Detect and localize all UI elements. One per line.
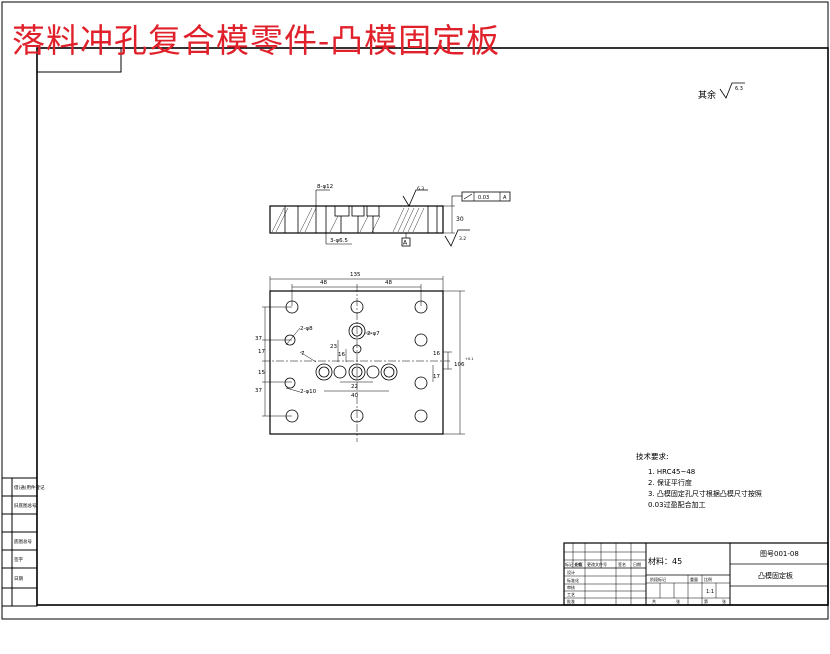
inner-border bbox=[36, 47, 829, 606]
tb-role-4: 批准 bbox=[567, 598, 575, 604]
left-strip: 借(通)用件登记 旧底图总号 底图总号 签字 日期 bbox=[1, 477, 45, 607]
tb-stage-2: 比例 bbox=[704, 576, 712, 582]
plan-dim-left-1: 17 bbox=[258, 349, 265, 355]
section-view bbox=[269, 189, 511, 247]
roughness-symbol bbox=[719, 82, 745, 99]
plan-bottom-dim: 40 bbox=[351, 393, 358, 399]
plan-dim-inner-2: 7 bbox=[301, 351, 305, 357]
tech-item-2: 2. 保证平行度 bbox=[648, 478, 692, 487]
plan-hole-2phi7: 2-φ7 bbox=[367, 331, 380, 337]
title-block-drawing-no: 图号001-08 bbox=[760, 550, 799, 558]
tb-stage-0: 阶段标记 bbox=[650, 576, 666, 582]
plan-dim-inner-0: 23 bbox=[330, 344, 337, 350]
plan-center-dim: 22 bbox=[351, 384, 358, 390]
plan-dim-right-1: 17 bbox=[433, 374, 440, 380]
corner-box bbox=[36, 47, 122, 73]
plan-hole-2phi8: 2-φ8 bbox=[300, 326, 313, 332]
tb-sheet-3: 张 bbox=[722, 598, 726, 604]
tb-stage-1: 重量 bbox=[690, 576, 698, 582]
section-tolerance: 0.03 bbox=[478, 195, 489, 201]
plan-dim-left-2: 15 bbox=[258, 370, 265, 376]
strip-label-3: 签字 bbox=[14, 556, 23, 563]
plan-view bbox=[262, 276, 465, 442]
plan-dim-left-0: 37 bbox=[255, 336, 262, 342]
tb-role-3: 工艺 bbox=[567, 592, 575, 597]
tb-role-0: 设计 bbox=[567, 569, 575, 575]
tb-sheet-2: 第 bbox=[704, 598, 708, 604]
tech-item-4: 0.03过盈配合加工 bbox=[648, 500, 706, 509]
tb-sheet-1: 张 bbox=[676, 598, 680, 604]
roughness-note-value: 6.3 bbox=[735, 86, 743, 92]
plan-height-total: 106 bbox=[454, 362, 465, 368]
tb-sheet-0: 共 bbox=[652, 598, 656, 604]
plan-width-total: 135 bbox=[350, 272, 361, 278]
plan-half-left: 48 bbox=[320, 280, 327, 286]
tb-row-label-0: 标记 处数 bbox=[565, 561, 582, 567]
plan-hole-2phi10: 2-φ10 bbox=[300, 389, 317, 395]
title-block bbox=[563, 542, 829, 606]
page-title: 落料冲孔复合模零件-凸模固定板 bbox=[12, 21, 501, 60]
section-roughness-side: 3.2 bbox=[459, 236, 466, 242]
tech-item-3: 3. 凸模固定孔尺寸根据凸模尺寸按照 bbox=[648, 489, 762, 498]
tb-row-label-1: 分区 bbox=[575, 561, 583, 567]
plan-half-right: 48 bbox=[385, 280, 392, 286]
plan-dim-inner-1: 16 bbox=[338, 352, 345, 358]
tb-row-label-4: 日期 bbox=[633, 561, 641, 567]
strip-label-0: 借(通)用件登记 bbox=[14, 484, 45, 491]
section-hole-label: 8-φ12 bbox=[317, 184, 333, 190]
roughness-note-label: 其余 bbox=[698, 89, 716, 101]
section-depth-label: 3-φ6.5 bbox=[330, 238, 348, 244]
roughness-note: 其余 6.3 bbox=[698, 82, 745, 101]
tech-heading: 技术要求: bbox=[636, 451, 669, 461]
plan-dim-right-0: 16 bbox=[433, 351, 440, 357]
plan-height-sup: +0.1 bbox=[465, 357, 474, 361]
strip-label-2: 底图总号 bbox=[14, 538, 32, 545]
strip-label-4: 日期 bbox=[14, 576, 23, 582]
tb-role-2: 审核 bbox=[567, 584, 575, 590]
title-block-part-name: 凸模固定板 bbox=[758, 571, 793, 580]
tech-item-1: 1. HRC45~48 bbox=[648, 468, 695, 476]
tb-row-label-3: 签名 bbox=[618, 561, 626, 567]
tb-row-label-2: 更改文件号 bbox=[587, 561, 607, 567]
section-thickness: 30 bbox=[456, 216, 464, 223]
tb-role-1: 标准化 bbox=[567, 577, 579, 583]
title-block-material: 材料：45 bbox=[648, 556, 682, 566]
section-tolerance-datum: A bbox=[503, 195, 507, 201]
title-block-scale: 1:1 bbox=[706, 589, 714, 595]
plan-dim-left-3: 37 bbox=[255, 388, 262, 394]
strip-label-1: 旧底图总号 bbox=[14, 502, 37, 509]
section-datum: A bbox=[403, 240, 408, 247]
section-roughness-top: 6.3 bbox=[417, 186, 424, 192]
